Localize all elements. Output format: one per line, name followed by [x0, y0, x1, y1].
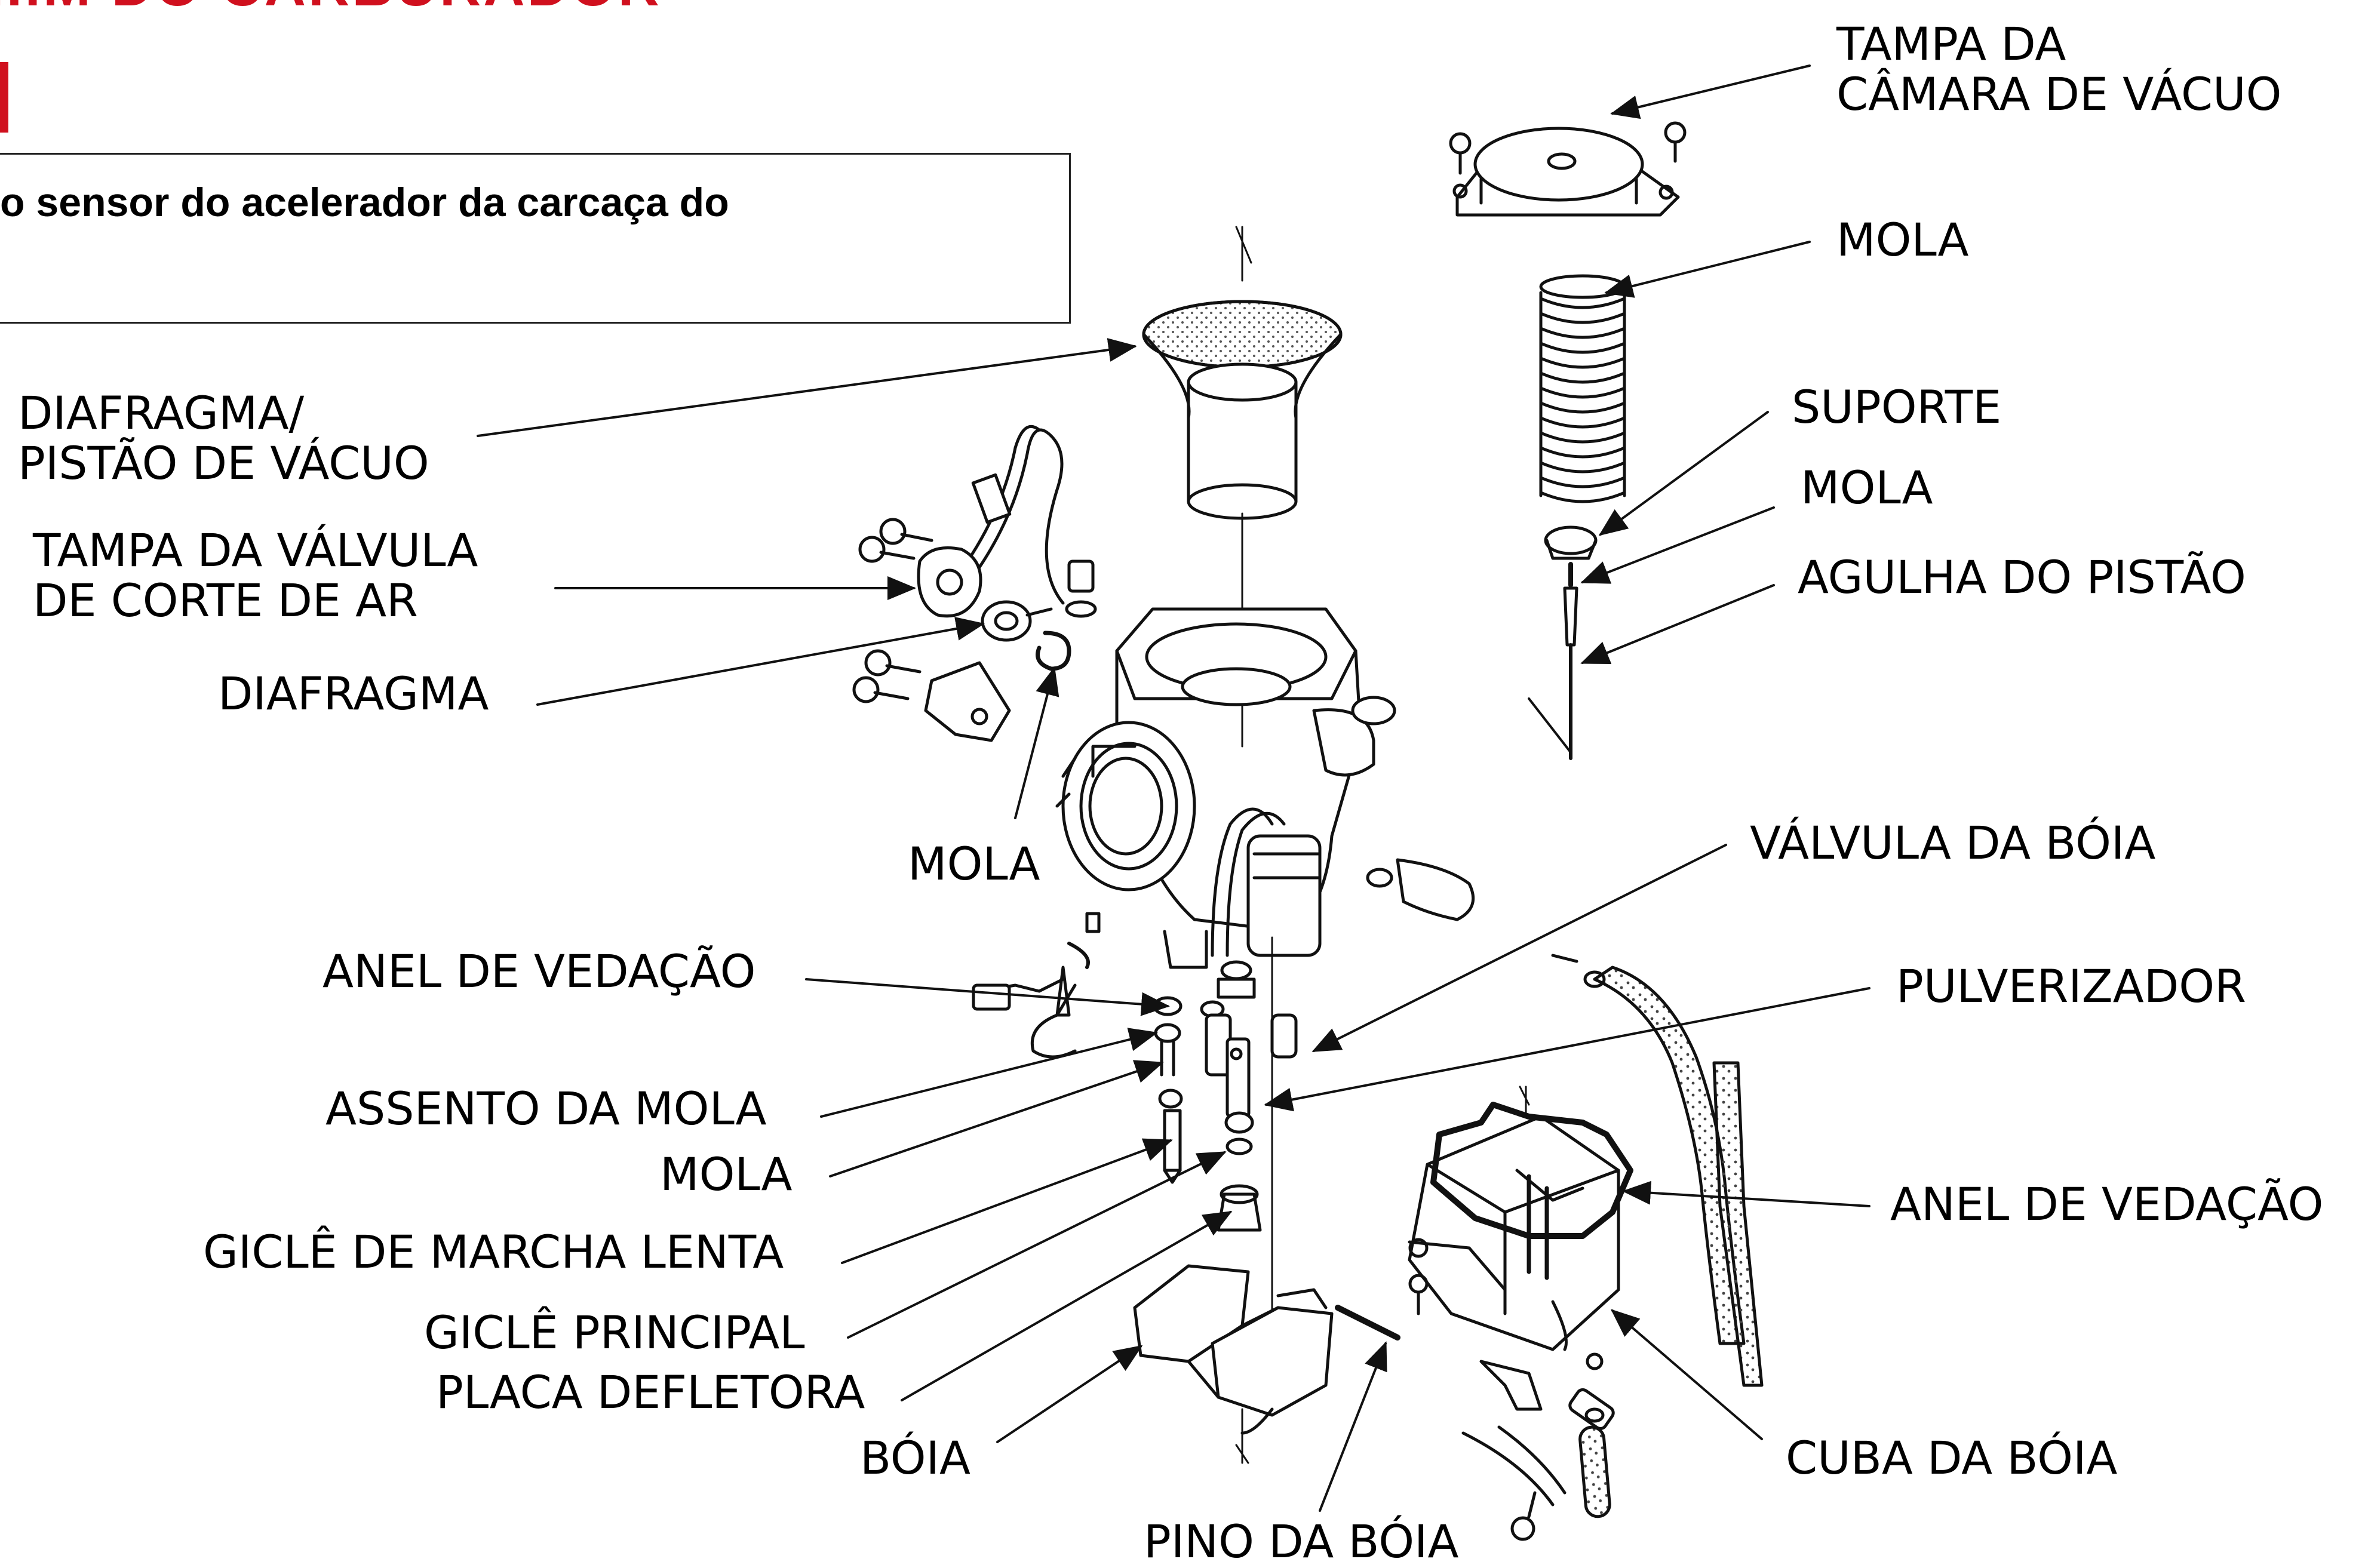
label-mola-middle: MOLA — [908, 837, 1040, 890]
cover-screw-left — [1449, 132, 1472, 175]
label-gicle-marcha-lenta: GICLÊ DE MARCHA LENTA — [203, 1225, 784, 1278]
label-line: PISTÃO DE VÁCUO — [18, 436, 429, 490]
carburetor-body — [1055, 607, 1396, 969]
needle-holder — [1544, 525, 1598, 760]
leader-diafragma-pistao — [477, 338, 1137, 437]
leader-agulha — [1580, 584, 1775, 664]
label-diafragma-pistao: DIAFRAGMA/ PISTÃO DE VÁCUO — [18, 388, 429, 488]
leader-valvula-boia — [1312, 844, 1727, 1052]
leader-mola-middle — [1014, 666, 1059, 819]
leader-mola-top — [1604, 241, 1811, 298]
leader-boia — [996, 1345, 1143, 1443]
vacuum-chamber-cover — [1449, 121, 1687, 217]
leader-mola-lower — [829, 1060, 1164, 1177]
label-placa-defletora: PLACA DEFLETORA — [436, 1366, 865, 1419]
label-line: TAMPA DA — [1836, 17, 2066, 70]
label-pino-boia: PINO DA BÓIA — [1144, 1515, 1459, 1568]
label-cuba-boia: CUBA DA BÓIA — [1786, 1431, 2118, 1484]
label-suporte: SUPORTE — [1792, 380, 2002, 433]
label-line: DE CORTE DE AR — [33, 574, 418, 627]
cover-screws-left — [852, 518, 933, 703]
air-cutoff-valve-parts — [852, 425, 1097, 742]
drain-parts — [1408, 1274, 1615, 1541]
label-tampa-camara-vacuo: TAMPA DA CÂMARA DE VÁCUO — [1836, 19, 2282, 119]
label-diafragma: DIAFRAGMA — [218, 667, 489, 720]
label-mola-top: MOLA — [1836, 213, 1969, 266]
leader-tampa-camara — [1610, 64, 1811, 119]
leader-diafragma — [536, 617, 985, 706]
leader-anel-left — [805, 978, 1170, 1016]
label-line: TAMPA DA VÁLVULA — [33, 524, 478, 577]
float-chamber-gasket — [1430, 1102, 1633, 1239]
label-agulha-pistao: AGULHA DO PISTÃO — [1798, 551, 2246, 604]
float-part — [1133, 1264, 1400, 1435]
label-valvula-boia: VÁLVULA DA BÓIA — [1750, 816, 2156, 869]
label-line: DIAFRAGMA/ — [18, 386, 305, 439]
note-text: o sensor do acelerador da carcaça do — [0, 180, 729, 225]
leader-anel-right — [1622, 1180, 1870, 1207]
page-title: ...M DO CARBURADOR — [0, 0, 662, 19]
label-anel-vedacao-right: ANEL DE VEDAÇÃO — [1890, 1177, 2324, 1231]
label-tampa-valvula-corte: TAMPA DA VÁLVULA DE CORTE DE AR — [33, 525, 478, 626]
vacuum-piston — [1142, 300, 1343, 520]
leader-assento — [820, 1028, 1158, 1118]
label-assento-mola: ASSENTO DA MOLA — [325, 1082, 767, 1135]
leader-pulverizador — [1264, 987, 1870, 1112]
leader-placa — [901, 1211, 1233, 1401]
title-accent-bar — [0, 62, 8, 133]
label-boia: BÓIA — [860, 1431, 971, 1484]
cover-screw-right — [1664, 121, 1687, 163]
label-line: CÂMARA DE VÁCUO — [1836, 67, 2282, 121]
leader-suporte — [1598, 411, 1769, 536]
leader-mola-suporte — [1580, 506, 1775, 584]
label-pulverizador: PULVERIZADOR — [1896, 960, 2246, 1013]
spring-top — [1539, 274, 1626, 503]
label-mola-lower: MOLA — [660, 1148, 793, 1201]
leader-cuba — [1610, 1309, 1763, 1440]
label-gicle-principal: GICLÊ PRINCIPAL — [424, 1306, 805, 1359]
label-anel-vedacao-left: ANEL DE VEDAÇÃO — [322, 945, 756, 998]
leader-gicle-principal — [847, 1151, 1227, 1339]
note-box — [0, 153, 1071, 324]
leader-pino — [1319, 1341, 1387, 1512]
needle-axis — [1528, 697, 1572, 754]
fuel-hoses — [1366, 858, 1764, 1387]
leader-lines — [477, 64, 1870, 1512]
label-mola-suporte: MOLA — [1801, 461, 1933, 514]
leader-gicle-marcha — [841, 1138, 1173, 1264]
